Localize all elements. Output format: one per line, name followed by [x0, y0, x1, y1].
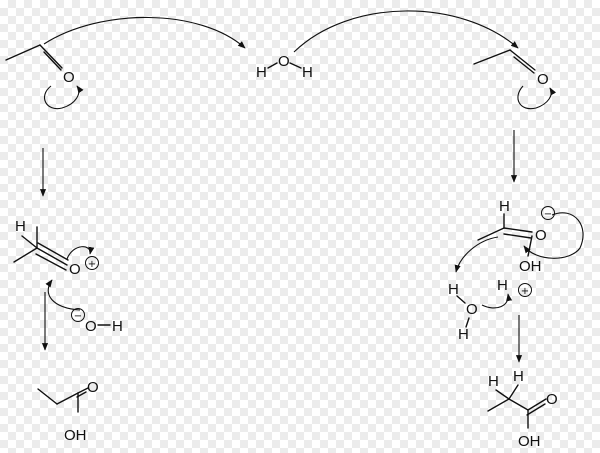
arrow-enolate-to-water: [454, 236, 499, 273]
water-h2: H: [302, 64, 313, 81]
propanoic-right-h1: H: [488, 373, 499, 390]
acylium-oxygen: O: [69, 261, 81, 278]
hydroxide-hydrogen: H: [112, 318, 123, 335]
acylium: H O +: [13, 218, 99, 278]
proton: H +: [497, 277, 532, 297]
proton-charge: +: [521, 286, 529, 297]
water-h1: H: [256, 64, 267, 81]
arrow-acylium-self: [66, 246, 95, 260]
hydroxide-oxygen: O: [85, 318, 97, 335]
acylium-charge: +: [88, 259, 96, 270]
enolate: H O − OH: [477, 198, 555, 275]
ketene-left-oxygen: O: [63, 69, 75, 86]
hydroxide: − O H: [71, 308, 123, 335]
propanoic-left-oxygen: O: [87, 379, 99, 396]
arrow-water-to-proton: [481, 293, 513, 309]
hydroxide-charge: −: [74, 311, 82, 322]
ketene-left: O: [5, 44, 75, 86]
ketene-right-oxygen: O: [537, 71, 549, 88]
enolate-charge: −: [544, 209, 552, 220]
enolate-oxygen: O: [535, 227, 547, 244]
arrow-ketene-self-left: [44, 85, 84, 110]
enolate-hydrogen: H: [499, 198, 510, 215]
propanoic-acid-right: H H O OH: [487, 368, 558, 450]
arrow-enolate-loop: [523, 212, 584, 259]
arrow-top-left-to-water: [43, 16, 246, 49]
water-right-h2: H: [458, 326, 469, 343]
arrow-ketene-self-right: [517, 85, 557, 110]
propanoic-left-hydroxyl: OH: [64, 427, 87, 444]
acylium-hydrogen: H: [15, 218, 26, 235]
water-right-o: O: [466, 301, 478, 318]
water-right-h1: H: [448, 281, 459, 298]
propanoic-right-hydroxyl: OH: [518, 433, 541, 450]
water-right: H O H: [448, 281, 478, 343]
enolate-hydroxyl: OH: [519, 258, 542, 275]
water-top: H O H: [256, 53, 313, 81]
propanoic-right-h2: H: [513, 368, 524, 385]
water-o: O: [278, 53, 290, 70]
propanoic-acid-left: O OH: [37, 379, 99, 444]
arrow-hydroxide-attack: [45, 279, 81, 311]
arrow-water-to-ketene-right: [293, 10, 519, 53]
ketene-right: O: [473, 49, 549, 88]
proton-hydrogen: H: [497, 277, 508, 294]
propanoic-right-oxygen: O: [546, 391, 558, 408]
